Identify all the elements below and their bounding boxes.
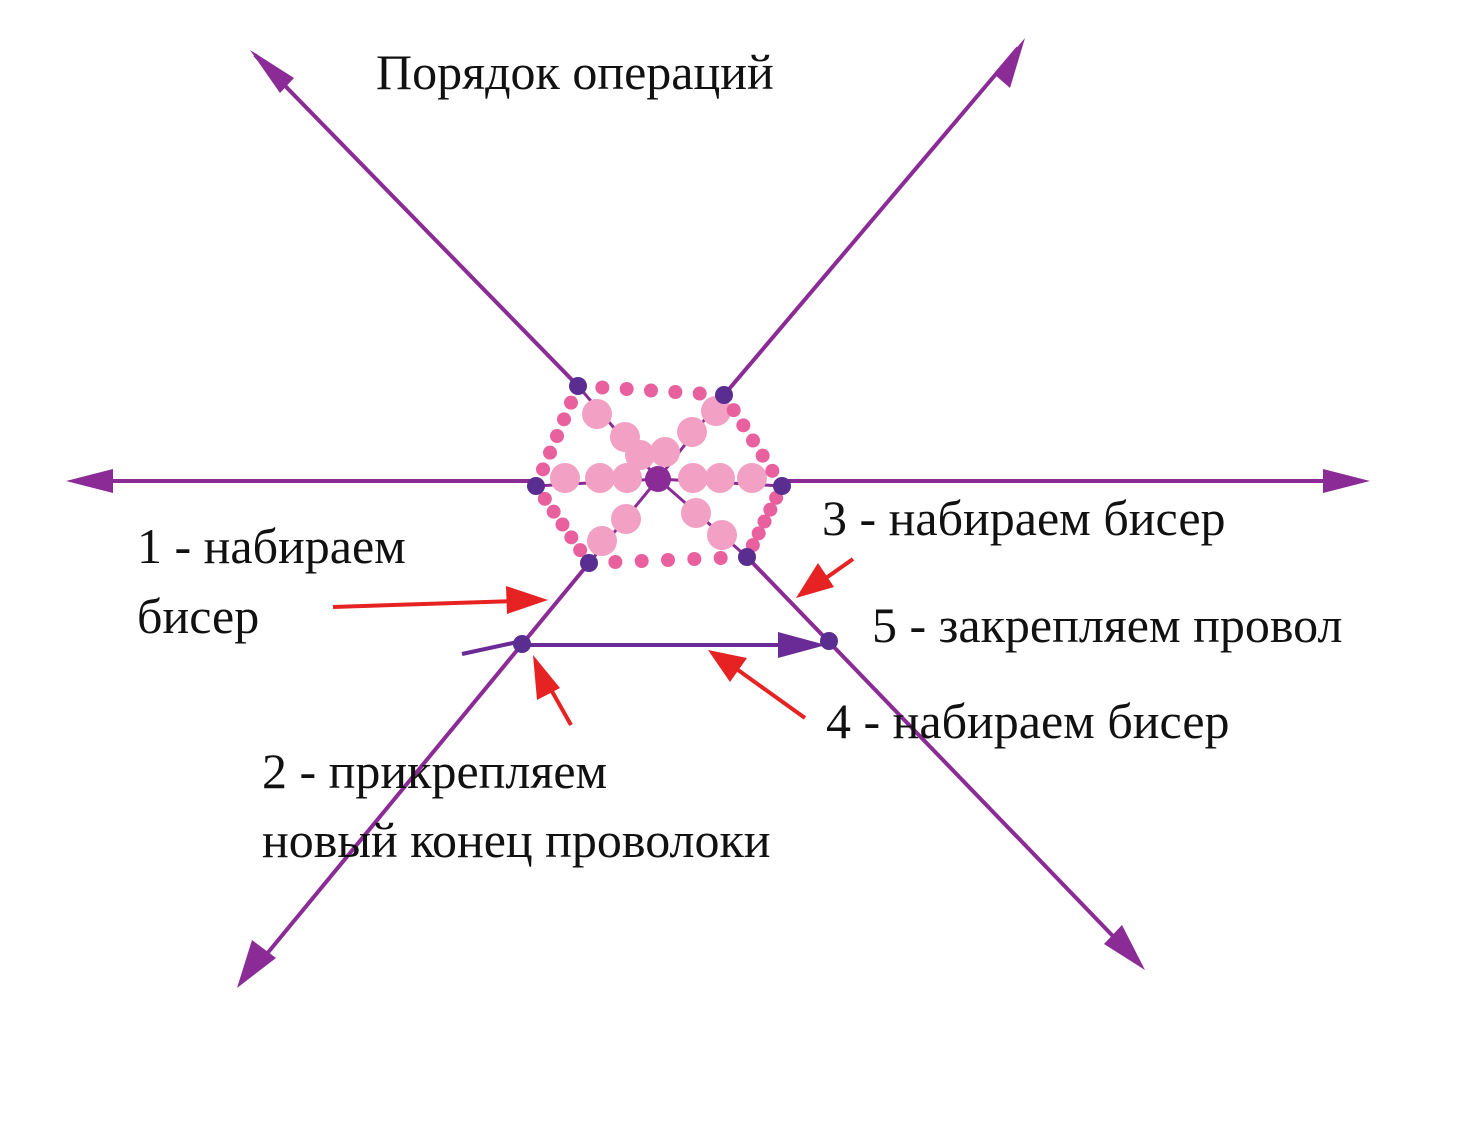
small-bead — [573, 543, 588, 558]
node-dot — [820, 632, 838, 650]
step-2-label-line-1: 2 - прикрепляем — [262, 743, 608, 799]
wire-arrows — [66, 38, 1370, 988]
small-bead — [765, 463, 780, 478]
small-beads — [536, 380, 784, 569]
wire-arrow-upper-right — [722, 46, 1020, 397]
wire-arrow-lower-left — [245, 561, 591, 980]
wire-arrow-lower-right — [745, 555, 1138, 962]
large-bead — [585, 463, 615, 493]
pointer-arrow-step3 — [824, 557, 855, 580]
new-wire-arrowhead-icon — [778, 632, 826, 658]
small-bead — [608, 555, 623, 569]
pointer-arrow-step2 — [547, 685, 573, 726]
pointer-arrowhead-step3-icon — [796, 563, 834, 598]
large-bead — [550, 463, 580, 493]
small-bead — [755, 448, 770, 463]
pointer-arrow-step4 — [736, 668, 807, 720]
large-bead — [678, 463, 708, 493]
step-2-label-line-2: новый конец проволоки — [262, 812, 771, 868]
pointer-arrowhead-step2-icon — [533, 655, 560, 700]
small-bead — [763, 502, 778, 517]
node-dot — [580, 554, 598, 572]
pointer-arrows — [332, 557, 855, 726]
small-bead — [692, 386, 707, 401]
small-bead — [619, 382, 634, 396]
node-dot — [715, 386, 733, 404]
pointer-arrow-step1 — [332, 599, 516, 609]
step-5-label: 5 - закрепляем провол — [872, 597, 1343, 653]
small-bead — [550, 429, 564, 443]
step-3-label: 3 - набираем бисер — [822, 490, 1226, 546]
large-bead — [611, 504, 641, 534]
small-bead — [546, 504, 561, 519]
arrowhead-upper-right-icon — [994, 38, 1025, 88]
small-bead — [746, 433, 760, 448]
arrowhead-lower-right-icon — [1104, 925, 1145, 970]
small-bead — [736, 418, 751, 433]
small-bead — [726, 403, 741, 418]
large-bead — [681, 498, 711, 528]
arrowhead-lower-left-icon — [237, 940, 276, 988]
small-bead — [661, 553, 675, 567]
arrowhead-upper-left-icon — [250, 50, 294, 93]
node-dot — [527, 477, 545, 495]
small-bead — [634, 554, 649, 568]
node-dot — [773, 477, 791, 495]
small-bead — [644, 383, 658, 398]
large-bead — [582, 399, 612, 429]
node-dot — [513, 635, 531, 653]
small-bead — [555, 517, 570, 532]
small-bead — [536, 462, 550, 477]
arrowhead-left-icon — [66, 469, 113, 493]
small-bead — [713, 551, 728, 565]
large-bead — [677, 417, 707, 447]
wire-arrow-upper-left — [253, 53, 580, 388]
small-bead — [595, 380, 610, 395]
new-wire-tail — [461, 639, 523, 656]
step-1-label-line-2: бисер — [137, 588, 260, 644]
small-bead — [543, 445, 557, 460]
large-bead — [707, 520, 737, 550]
diagram-title: Порядок операций — [376, 44, 774, 100]
small-bead — [537, 491, 552, 506]
step-4-label: 4 - набираем бисер — [826, 693, 1230, 749]
step-1-label-line-1: 1 - набираем — [137, 518, 406, 574]
large-bead — [705, 463, 735, 493]
large-bead — [612, 463, 642, 493]
center-node-dot — [645, 466, 671, 492]
pointer-arrowhead-step1-icon — [506, 586, 548, 614]
small-bead — [751, 526, 766, 541]
small-bead — [757, 514, 772, 529]
node-dot — [569, 377, 587, 395]
wire-nodes — [513, 377, 838, 653]
arrowhead-right-icon — [1323, 469, 1370, 493]
small-bead — [564, 530, 579, 545]
small-bead — [564, 395, 578, 410]
pointer-arrowhead-step4-icon — [708, 650, 747, 682]
small-bead — [687, 552, 702, 566]
large-bead — [737, 463, 767, 493]
small-bead — [668, 385, 683, 399]
node-dot — [738, 548, 756, 566]
large-bead — [650, 437, 680, 467]
large-bead — [625, 440, 655, 470]
large-bead — [587, 526, 617, 556]
small-bead — [557, 412, 571, 427]
